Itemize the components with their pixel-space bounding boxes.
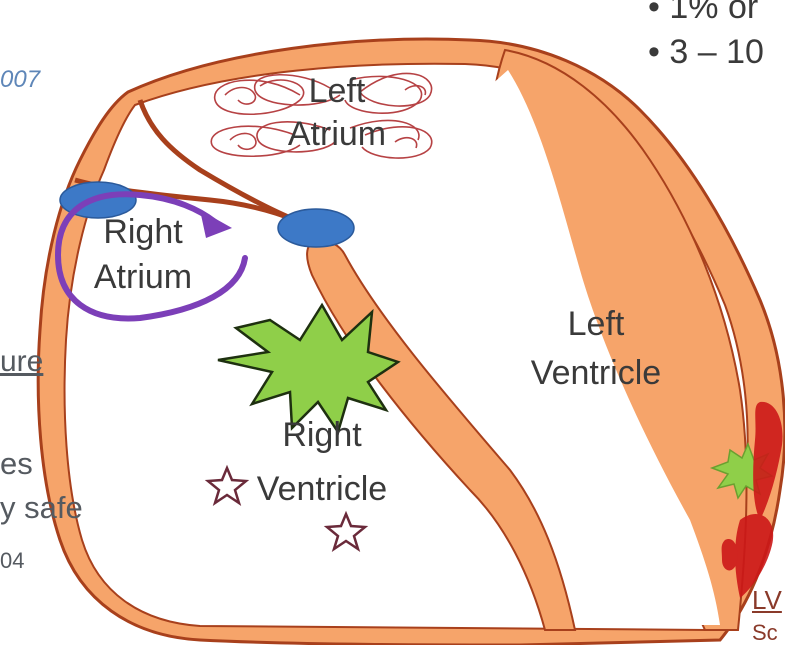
right-atrium-label-line1: Right xyxy=(103,213,183,251)
right-edge-bullet1-text: 1% or xyxy=(669,0,758,26)
left-ventricle-label-line1: Left xyxy=(568,305,625,343)
right-edge-bullet2: • 3 – 10 xyxy=(648,33,764,72)
right-edge-bottom2: Sc xyxy=(752,620,778,646)
right-atrium-label-line2: Atrium xyxy=(94,258,192,296)
left-atrium-label-line2: Atrium xyxy=(288,115,386,153)
right-edge-bottom1: LV xyxy=(752,585,782,616)
right-edge-bullet2-text: 3 – 10 xyxy=(669,33,764,71)
left-atrium-label-line1: Left xyxy=(309,72,366,110)
left-edge-line2: y safe xyxy=(0,490,83,526)
right-ventricle-label-line1: Right xyxy=(282,416,362,454)
right-edge-bullet1: • 1% or xyxy=(648,0,758,27)
av-node xyxy=(278,209,354,247)
left-edge-underlined-text: ure xyxy=(0,345,43,379)
left-ventricle-label-line2: Ventricle xyxy=(531,354,661,392)
right-ventricle-label-line2: Ventricle xyxy=(257,470,387,508)
left-edge-year: 007 xyxy=(0,66,40,94)
left-edge-line1: es xyxy=(0,446,33,482)
left-edge-line3: 04 xyxy=(0,548,24,574)
